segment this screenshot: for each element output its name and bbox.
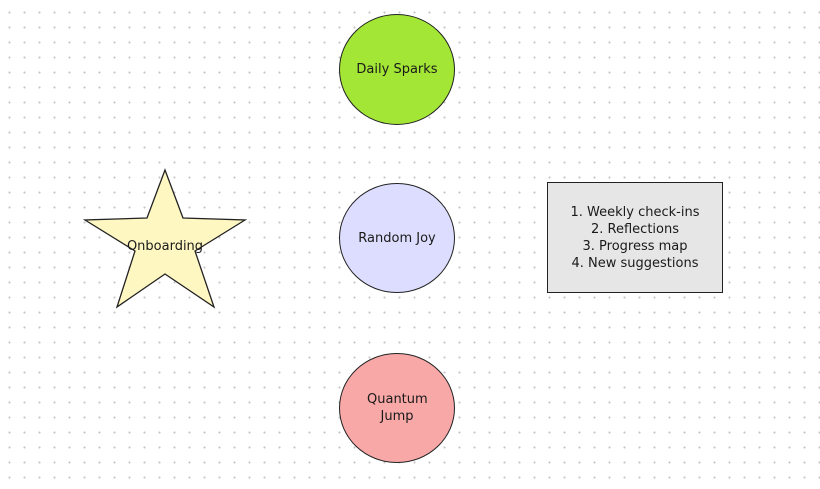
node-quantum-jump-label: Quantum Jump	[367, 391, 428, 425]
node-quantum-jump-label-line-1: Quantum	[367, 392, 428, 407]
list-item-3: 3. Progress map	[582, 238, 688, 254]
node-random-joy[interactable]: Random Joy	[339, 183, 455, 293]
node-quantum-jump-label-line-2: Jump	[380, 409, 414, 424]
node-daily-sparks-label: Daily Sparks	[356, 62, 438, 77]
node-random-joy-label: Random Joy	[358, 230, 436, 246]
star-shape	[82, 168, 248, 309]
node-quantum-jump[interactable]: Quantum Jump	[339, 353, 455, 463]
node-onboarding[interactable]: Onboarding	[80, 164, 250, 314]
node-feature-list[interactable]: 1. Weekly check-ins 2. Reflections 3. Pr…	[547, 182, 723, 293]
list-item-1: 1. Weekly check-ins	[570, 204, 700, 220]
node-onboarding-label: Onboarding	[126, 239, 204, 254]
node-daily-sparks[interactable]: Daily Sparks	[339, 14, 455, 125]
list-item-4: 4. New suggestions	[571, 255, 699, 271]
list-item-2: 2. Reflections	[591, 221, 679, 237]
